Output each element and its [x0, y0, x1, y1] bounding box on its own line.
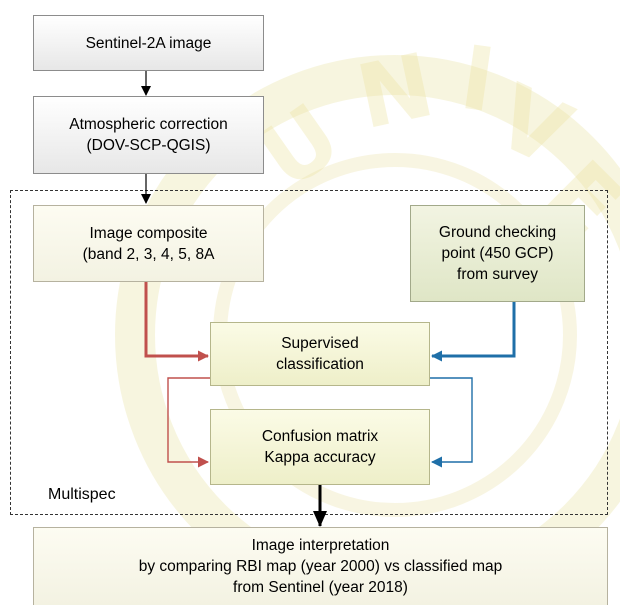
arrow-supervised-to-confusion	[167, 377, 210, 468]
node-text: point (450 GCP)	[441, 245, 554, 262]
node-text: Atmospheric correction	[69, 116, 228, 133]
node-text: Image composite	[89, 224, 208, 242]
ground-checking-node: Ground checking point (450 GCP) from sur…	[410, 205, 585, 302]
arrow-composite-to-supervised	[144, 282, 209, 362]
node-text: by comparing RBI map (year 2000) vs clas…	[138, 558, 503, 575]
node-text: from Sentinel (year 2018)	[233, 579, 408, 596]
arrow-ground-to-supervised	[431, 302, 516, 362]
node-text: Confusion matrix	[261, 428, 379, 445]
group-label: Multispec	[48, 486, 116, 503]
multispec-group	[10, 190, 608, 515]
arrow-supervised-to-confusion-right	[430, 377, 473, 468]
node-text: (DOV-SCP-QGIS)	[86, 137, 211, 154]
node-text: (band 2, 3, 4, 5, 8A	[82, 245, 215, 263]
image-composite-node: Image composite (band 2, 3, 4, 5, 8A	[33, 205, 264, 282]
node-text: from survey	[457, 266, 538, 283]
node-text: Image interpretation	[251, 537, 390, 554]
node-text: classification	[276, 356, 364, 373]
supervised-classification-node: Supervised classification	[210, 322, 430, 386]
node-text: Sentinel-2A image	[85, 34, 212, 52]
sentinel-image-node: Sentinel-2A image	[33, 15, 264, 71]
node-text: Kappa accuracy	[264, 449, 376, 466]
node-text: Ground checking	[438, 224, 557, 241]
confusion-matrix-node: Confusion matrix Kappa accuracy	[210, 409, 430, 485]
atmospheric-correction-node: Atmospheric correction (DOV-SCP-QGIS)	[33, 96, 264, 174]
node-text: Supervised	[281, 335, 359, 352]
image-interpretation-node: Image interpretation by comparing RBI ma…	[33, 527, 608, 605]
